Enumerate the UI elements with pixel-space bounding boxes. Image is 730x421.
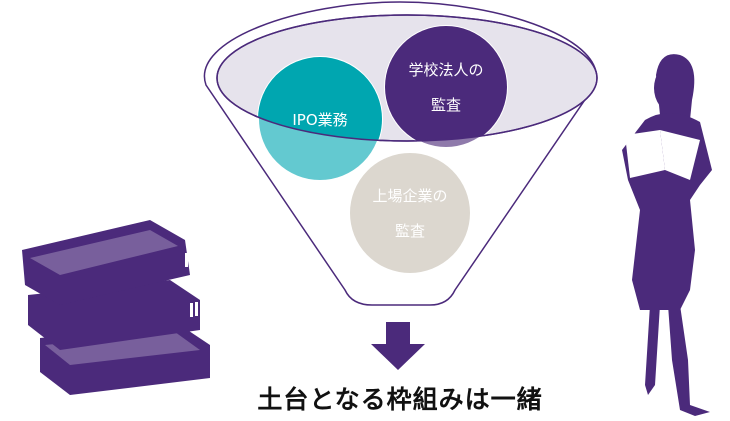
listed-label-line1: 上場企業の xyxy=(372,187,447,205)
caption-text: 土台となる枠組みは一緒 xyxy=(257,385,543,414)
down-arrow-icon xyxy=(371,322,425,370)
school-label-line2: 監査 xyxy=(431,96,461,114)
school-audit-circle xyxy=(385,26,507,141)
listed-audit-circle xyxy=(348,151,472,275)
ipo-label: IPO業務 xyxy=(292,111,347,129)
school-label-line1: 学校法人の xyxy=(408,61,483,79)
ipo-circle xyxy=(258,57,382,141)
listed-label-line2: 監査 xyxy=(395,222,425,240)
books-stack-icon xyxy=(22,220,210,395)
woman-reading-silhouette xyxy=(622,54,712,416)
